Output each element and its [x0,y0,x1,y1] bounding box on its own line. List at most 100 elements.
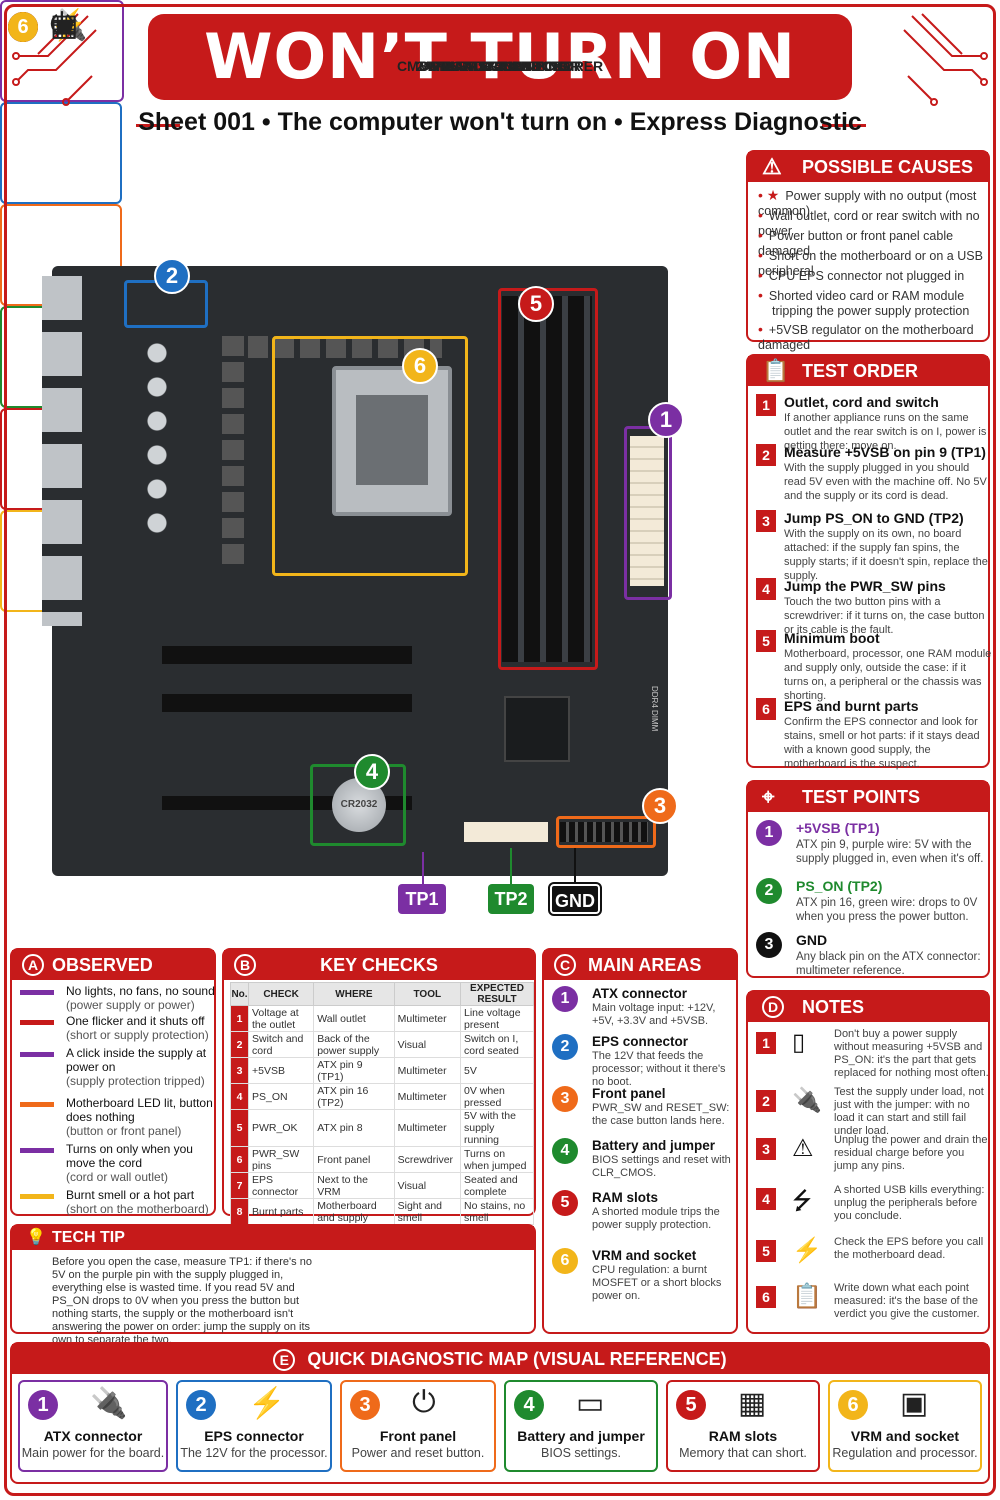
main-area-title: EPS connector [592,1034,689,1049]
note-number: 4 [756,1188,776,1210]
quick-map-card-title: EPS connector [204,1428,304,1444]
step-number: 6 [756,698,776,720]
note-text: Don't buy a power supply without measuri… [834,1028,989,1079]
test-point-number: 1 [756,820,782,846]
capacitors [142,336,172,536]
ram-icon: ▦ [50,9,79,42]
symptom-swatch [20,1102,54,1107]
note-text: Unplug the power and drain the residual … [834,1134,988,1172]
cause-text: Shorted video card or RAM module trippin… [768,289,970,318]
main-area-title: VRM and socket [592,1248,697,1263]
symptom-main: A click inside the supply at power on [66,1046,207,1074]
quick-map-card-title: RAM slots [708,1428,778,1444]
table-cell: Back of the power supply [313,1031,395,1058]
symptom-main: One flicker and it shuts off [66,1014,205,1028]
board-marker-5: 5 [518,286,554,322]
symptom-label: Burnt smell or a hot part(short on the m… [66,1188,209,1216]
component-label: RAM SLOTS [458,58,542,74]
test-point-title: PS_ON (TP2) [796,878,883,894]
row-number: 4 [230,1083,249,1110]
test-point-title: GND [796,932,828,948]
test-order-title: TEST ORDER [802,361,919,381]
table-cell: Switch on I, cord seated [459,1031,535,1058]
symptom-swatch [20,1020,54,1025]
main-area-description: PWR_SW and RESET_SW: the case button lan… [592,1102,730,1127]
table-cell: Motherboard and supply [313,1198,395,1225]
chipset [504,696,570,762]
tech-tip-header: 💡TECH TIP [12,1226,534,1250]
symptom-label: A click inside the supply at power on(su… [66,1046,216,1088]
column-header: CHECK [247,982,315,1006]
board-marker-3: 3 [642,788,678,824]
atx-24pin-connector [630,436,664,586]
quick-map-card-description: Power and reset button. [351,1446,485,1460]
silkscreen-text: DDR4 DIMM [650,686,659,732]
test-points-panel: ⌖TEST POINTS 1+5VSB (TP1)ATX pin 9, purp… [746,780,990,978]
step-description: If another appliance runs on the same ou… [784,412,987,452]
gnd-lead [574,848,576,884]
quick-map-card-description: BIOS settings. [541,1446,621,1460]
step-description: With the supply plugged in you should re… [784,462,987,502]
main-area-title: Battery and jumper [592,1138,716,1153]
table-cell: Burnt parts [247,1198,315,1225]
table-cell: PS_ON [247,1083,315,1110]
possible-causes-header: ⚠POSSIBLE CAUSES [748,152,988,182]
chip-icon: ▣ [900,1387,929,1420]
quick-map-card-title: Front panel [379,1428,457,1444]
main-area-number: 1 [552,986,578,1012]
table-cell: ATX pin 8 [313,1109,395,1147]
notes-title: NOTES [802,997,865,1017]
test-point-description: ATX pin 16, green wire: drops to 0V when… [796,897,978,923]
table-cell: Visual [393,1172,461,1199]
main-area-number: 4 [552,1138,578,1164]
rear-io-ports [42,276,82,626]
ram-slot-group [502,296,592,662]
test-point-title: +5VSB (TP1) [796,820,880,836]
observed-symptom-title: OBSERVED SYMPTOM [52,955,153,1005]
symptom-label: Motherboard LED lit, button does nothing… [66,1096,216,1138]
symptom-sub: (supply protection tripped) [66,1074,205,1088]
main-area-description: BIOS settings and reset with CLR_CMOS. [592,1154,731,1179]
main-areas-title: MAIN AREAS [588,955,702,975]
bottom-power-header [464,822,548,842]
quick-map-number: 2 [186,1390,216,1420]
tp2-tag: TP2 [488,884,534,914]
component-number: 6 [8,12,38,42]
main-area-title: ATX connector [592,986,688,1001]
table-cell: 5V with the supply running [459,1109,535,1147]
step-description: Motherboard, processor, one RAM module a… [784,648,992,702]
bullet-icon: • [758,247,763,263]
symptom-main: Motherboard LED lit, button does nothing [66,1096,213,1124]
possible-causes-panel: ⚠POSSIBLE CAUSES • ★Power supply with no… [746,150,990,352]
table-cell: ATX pin 16 (TP2) [313,1083,395,1110]
gnd-tag: GND [548,882,602,916]
clipboard-icon: 📋 [762,358,790,383]
main-area-number: 3 [552,1086,578,1112]
pcie-slot-1 [162,646,412,664]
quick-map-card-title: ATX connector [43,1428,143,1444]
test-point-number: 3 [756,932,782,958]
bullet-icon: • [758,321,763,337]
bullet-icon: • [758,287,763,303]
column-header: EXPECTED RESULT [459,982,535,1006]
tech-tip-text: Before you open the case, measure TP1: i… [52,1256,312,1346]
row-number: 5 [230,1109,249,1147]
quick-map-card-title: Battery and jumper [517,1428,645,1444]
table-cell: Next to the VRM [313,1172,395,1199]
column-header: No. [230,982,249,1006]
symptom-sub: (short on the motherboard) [66,1202,209,1216]
tp1-tag: TP1 [398,884,446,914]
cpu-socket [332,366,452,516]
symptom-label: One flicker and it shuts off(short or su… [66,1014,209,1042]
main-area-description: A shorted module trips the power supply … [592,1206,720,1231]
page-title: WON’T TURN ON [148,14,852,100]
lightning-icon: ⚡ [792,1237,822,1264]
cause-item: •Wall outlet, cord or rear switch with n… [758,208,988,239]
front-panel-header [560,822,648,842]
subtitle-rule-right [822,124,866,127]
